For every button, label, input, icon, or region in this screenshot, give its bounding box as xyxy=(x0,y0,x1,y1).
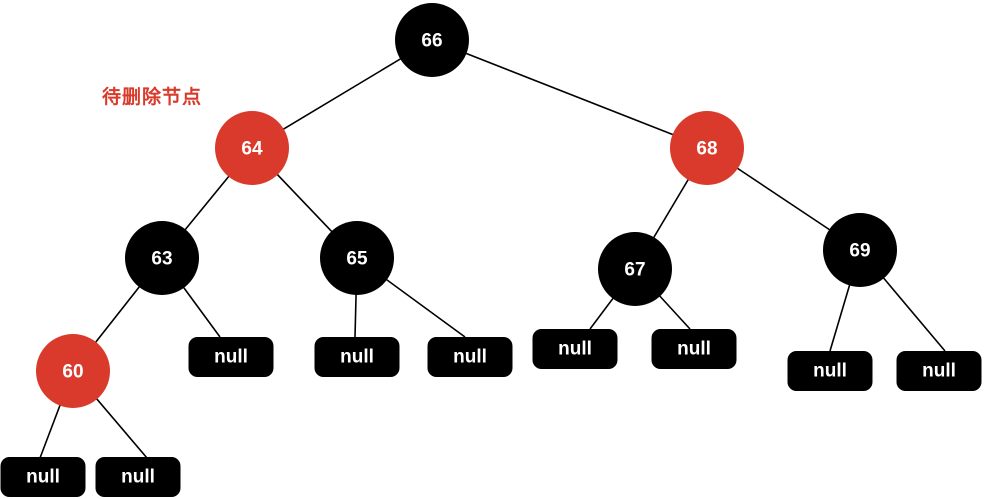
node-circle-black xyxy=(598,232,672,306)
node-label: 64 xyxy=(241,139,263,160)
node-label: 65 xyxy=(346,249,368,270)
node-label: 68 xyxy=(696,139,717,160)
tree-node-63: 63 xyxy=(125,221,199,295)
tree-nodes: 66 64 68 63 65 67 69 60 xyxy=(36,3,897,408)
null-leaf-box xyxy=(314,337,400,377)
delete-target-annotation: 待删除节点 xyxy=(102,86,203,108)
null-leaf-label: null xyxy=(214,347,248,368)
null-leaf-label: null xyxy=(922,361,956,382)
null-leaf-label: null xyxy=(677,339,711,360)
node-circle-black xyxy=(125,221,199,295)
edge-n66-n68 xyxy=(431,39,708,149)
null-leaf: null xyxy=(95,457,181,497)
node-circle-black xyxy=(395,3,469,77)
node-label: 60 xyxy=(62,362,83,383)
null-leaf: null xyxy=(0,457,86,497)
tree-node-60: 60 xyxy=(36,334,110,408)
null-leaf-box xyxy=(427,337,513,377)
null-leaf-label: null xyxy=(813,361,847,382)
tree-node-65: 65 xyxy=(320,221,394,295)
null-leaf-box xyxy=(95,457,181,497)
tree-node-68: 68 xyxy=(670,111,744,185)
node-circle-black xyxy=(823,213,897,287)
node-label: 63 xyxy=(151,249,172,270)
null-leaf-label: null xyxy=(121,467,155,488)
tree-node-67: 67 xyxy=(598,232,672,306)
node-circle-red xyxy=(36,334,110,408)
null-leaf: null xyxy=(651,329,737,369)
tree-node-66: 66 xyxy=(395,3,469,77)
null-leaf-label: null xyxy=(340,347,374,368)
node-circle-red xyxy=(215,111,289,185)
null-leaf: null xyxy=(314,337,400,377)
null-leaf-box xyxy=(0,457,86,497)
null-leaf-label: null xyxy=(453,347,487,368)
null-leaf: null xyxy=(188,337,274,377)
null-leaf-label: null xyxy=(26,467,60,488)
null-leaf-box xyxy=(188,337,274,377)
null-leaf-box xyxy=(896,351,982,391)
null-leaf-box xyxy=(532,329,618,369)
tree-node-69: 69 xyxy=(823,213,897,287)
null-leaf-box xyxy=(787,351,873,391)
node-label: 67 xyxy=(624,260,645,281)
null-leaf: null xyxy=(787,351,873,391)
node-circle-black xyxy=(320,221,394,295)
null-leaf: null xyxy=(427,337,513,377)
null-leaf: null xyxy=(532,329,618,369)
node-label: 66 xyxy=(421,31,442,52)
null-leaf-box xyxy=(651,329,737,369)
null-leaves: null null null null null null null null null xyxy=(0,329,982,497)
tree-node-64: 64 xyxy=(215,111,289,185)
null-leaf: null xyxy=(896,351,982,391)
null-leaf-label: null xyxy=(558,339,592,360)
node-circle-red xyxy=(670,111,744,185)
node-label: 69 xyxy=(849,241,870,262)
